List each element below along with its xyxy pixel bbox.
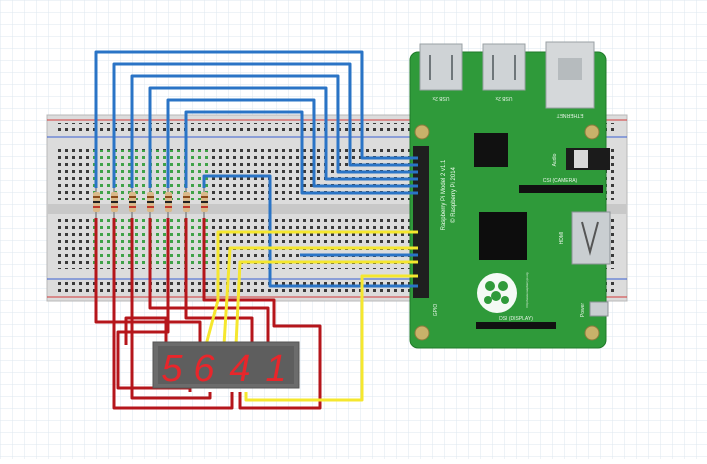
red-wire	[184, 218, 254, 345]
yellow-wire	[222, 246, 418, 346]
blue-wire	[166, 98, 418, 188]
display-digit: 6	[193, 348, 215, 390]
resistor	[147, 188, 154, 218]
gpio-label: GPIO	[433, 304, 439, 317]
csi-connector	[519, 185, 603, 193]
url-label: http://www.raspberrypi.org	[525, 272, 529, 307]
usb-port-1	[419, 43, 463, 91]
blue-wire	[202, 174, 418, 288]
resistor-array	[93, 188, 208, 218]
cpu-chip	[474, 133, 508, 167]
ethernet-port	[545, 41, 595, 109]
csi-label: CSI (CAMERA)	[543, 178, 578, 184]
blue-wire	[148, 86, 418, 188]
ethernet-label: ETHERNET	[557, 112, 584, 118]
board-copyright-label: © Raspberry Pi 2014	[450, 166, 457, 222]
blue-wires	[94, 50, 418, 288]
yellow-wire	[244, 274, 418, 402]
red-wire	[94, 218, 202, 345]
resistor	[93, 188, 100, 218]
dsi-label: DSI (DISPLAY)	[499, 316, 533, 322]
usb-label-1: USB 2x	[432, 95, 449, 101]
hdmi-label: HDMI	[559, 232, 565, 245]
power-label: Power	[580, 303, 586, 318]
red-wire	[148, 218, 270, 345]
resistor	[201, 188, 208, 218]
seven-segment-display: 5 6 4 1	[152, 341, 300, 390]
yellow-wires	[204, 230, 418, 402]
resistor	[129, 188, 136, 218]
red-wires	[94, 218, 322, 410]
display-digit: 5	[161, 348, 183, 390]
red-wire	[112, 218, 234, 410]
gpio-header	[413, 146, 429, 298]
dsi-connector	[476, 322, 556, 329]
red-wire	[124, 316, 168, 345]
red-wire	[116, 218, 192, 392]
usb-port-2	[482, 43, 526, 91]
yellow-wire	[204, 230, 418, 346]
blue-wire	[94, 50, 418, 188]
audio-jack	[566, 148, 610, 170]
resistor	[165, 188, 172, 218]
red-wire	[130, 218, 212, 400]
yellow-wire	[234, 260, 418, 346]
resistor	[111, 188, 118, 218]
soc-chip	[479, 212, 527, 260]
micro-usb-power	[589, 301, 609, 317]
red-wire	[202, 218, 322, 410]
blue-wire	[184, 110, 418, 195]
board-model-label: Raspberry Pi Model 2 v1.1	[441, 159, 447, 230]
audio-label: Audio	[552, 153, 558, 166]
display-digit: 1	[265, 348, 286, 390]
display-digit: 4	[229, 348, 250, 390]
resistor	[183, 188, 190, 218]
hdmi-port	[571, 211, 611, 265]
blue-wire	[130, 74, 418, 188]
blue-wire	[112, 62, 418, 188]
raspberry-pi-board: USB 2x USB 2x ETHERNET Audio CSI (CAMERA…	[409, 41, 611, 349]
raspberry-logo	[477, 273, 517, 313]
usb-label-2: USB 2x	[495, 95, 512, 101]
